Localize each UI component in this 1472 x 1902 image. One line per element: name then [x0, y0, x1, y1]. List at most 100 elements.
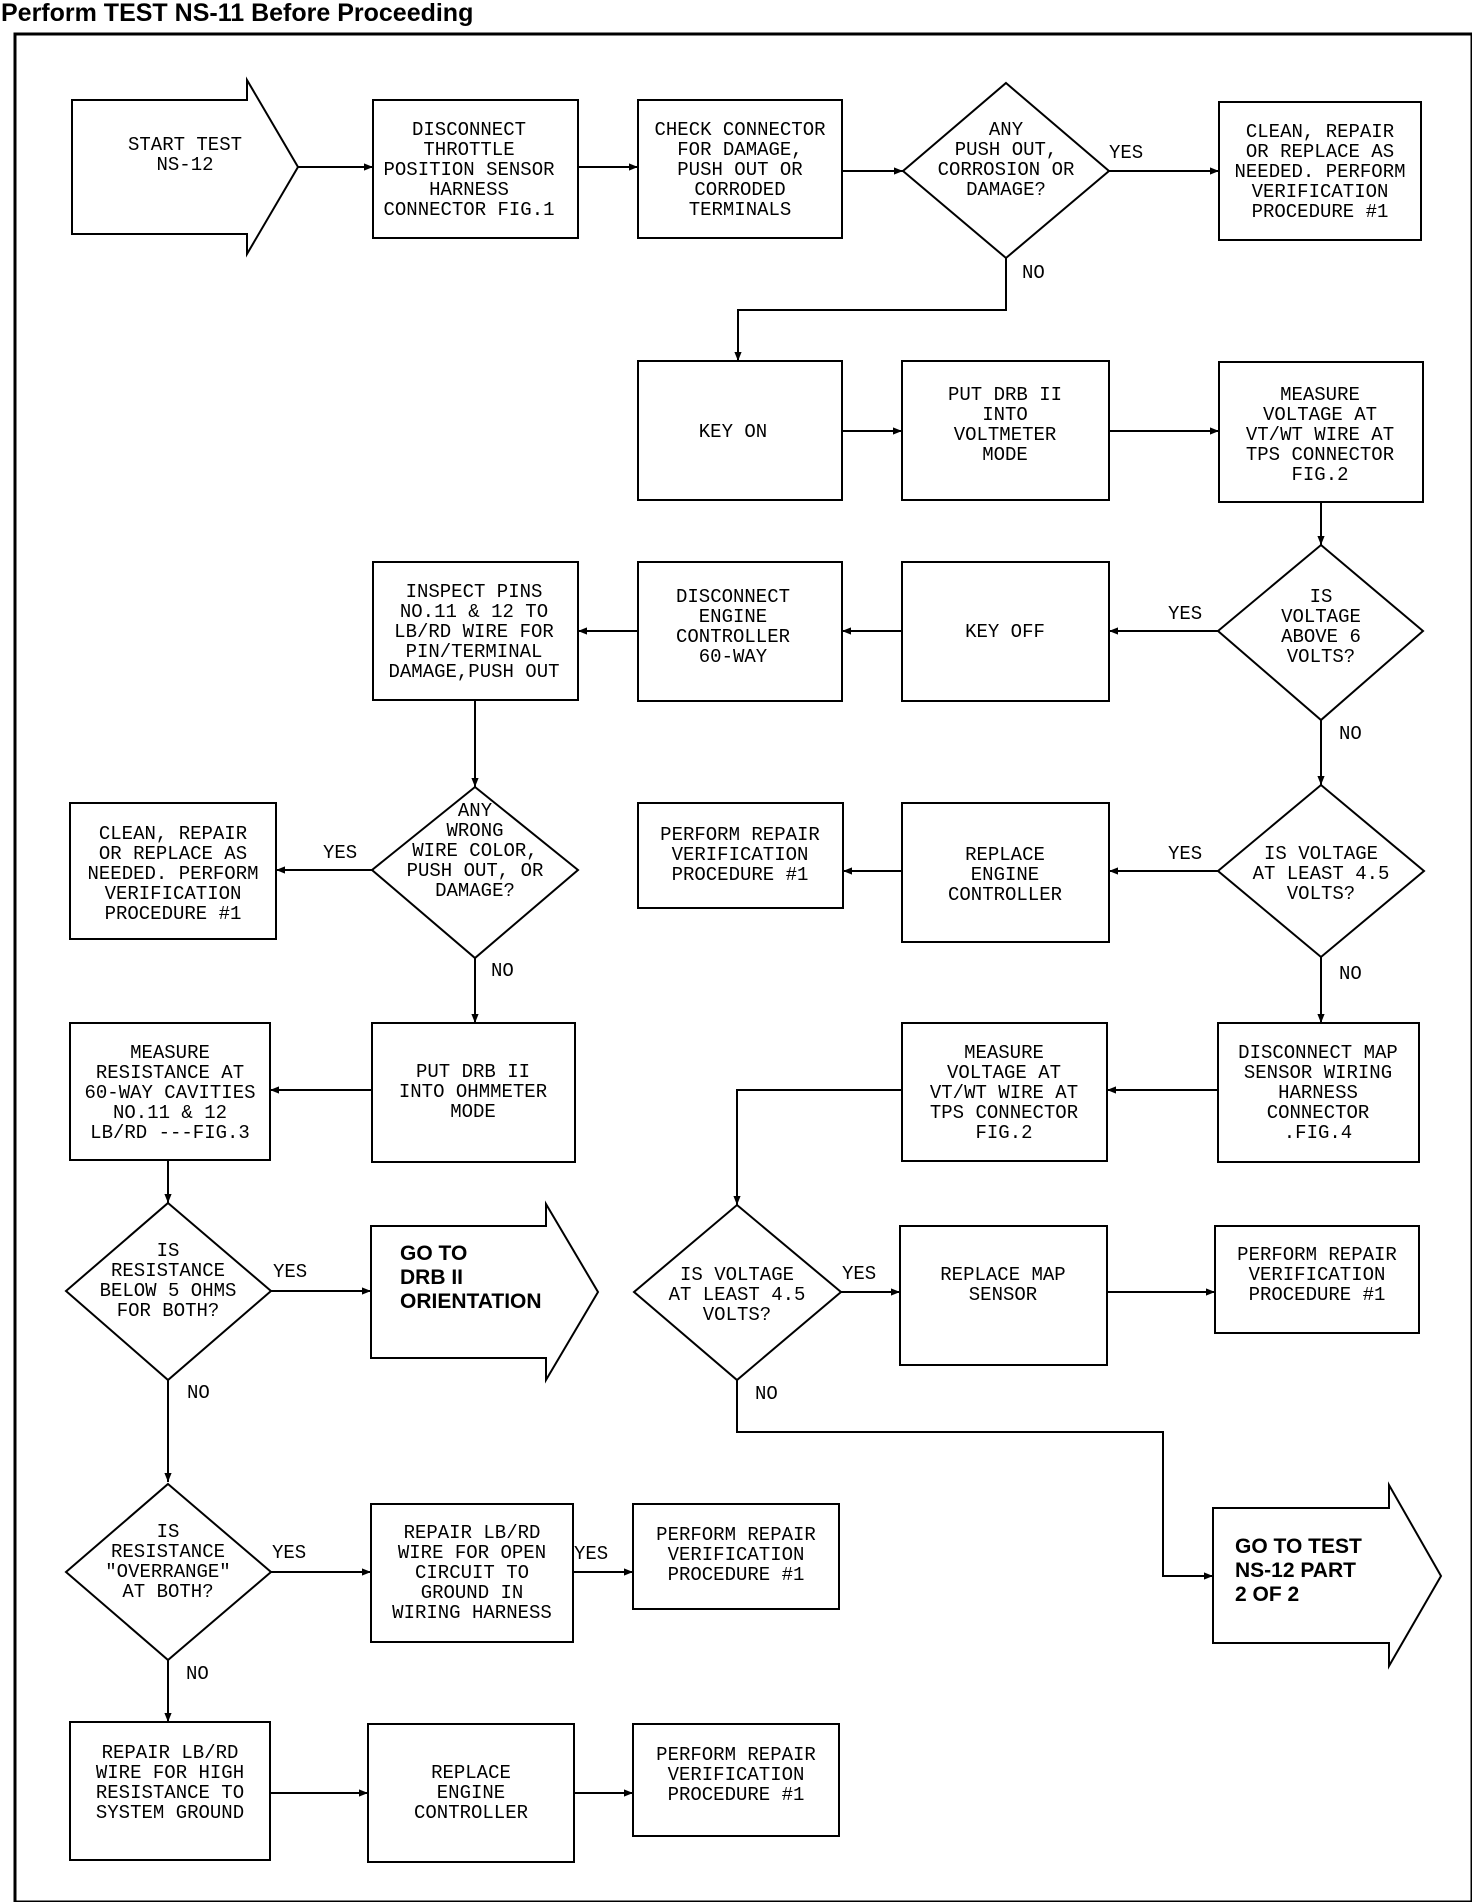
node-text-line: NEEDED. PERFORM: [87, 863, 258, 885]
yes-label-q-wrongwire: YES: [323, 842, 357, 864]
diamond-q-above6: [1216, 543, 1425, 722]
box-repair-open: [370, 1503, 574, 1643]
yes-label-q-below5: YES: [273, 1261, 307, 1283]
node-text-line: WIRING HARNESS: [392, 1602, 552, 1624]
node-text-line: ENGINE: [699, 606, 767, 628]
node-text-line: OR REPLACE AS: [1246, 141, 1394, 163]
no-label-q-pushout: NO: [1022, 262, 1045, 284]
node-text-line: INSPECT PINS: [406, 581, 543, 603]
node-text-line: RESISTANCE AT: [96, 1062, 244, 1084]
diamond-q-overrange: [64, 1482, 273, 1662]
node-text-line: CONTROLLER: [948, 884, 1062, 906]
node-text-line: HARNESS: [429, 179, 509, 201]
node-text-line: REPAIR LB/RD: [102, 1742, 239, 1764]
node-text-line: CHECK CONNECTOR: [654, 119, 825, 141]
node-text-line: INTO: [982, 404, 1028, 426]
node-text-line: INTO OHMMETER: [399, 1081, 547, 1103]
no-label-q-wrongwire: NO: [491, 960, 514, 982]
node-text-line: NEEDED. PERFORM: [1234, 161, 1405, 183]
node-text-line: MEASURE: [1280, 384, 1360, 406]
yes-label-q-overrange: YES: [272, 1542, 306, 1564]
node-text-line: VERIFICATION: [1252, 181, 1389, 203]
node-text-line: .FIG.4: [1284, 1122, 1352, 1144]
node-text-line: TPS CONNECTOR: [1246, 444, 1394, 466]
node-text-key-off: KEY OFF: [965, 621, 1045, 643]
start-arrow-shape: [71, 76, 300, 258]
node-text-line: REPLACE: [431, 1762, 511, 1784]
box-clean-repair-2: [69, 802, 277, 940]
node-text-line: "OVERRANGE": [105, 1561, 230, 1583]
node-text-line: FIG.2: [1291, 464, 1348, 486]
node-text-line: ABOVE 6: [1281, 626, 1361, 648]
node-text-line: DISCONNECT MAP: [1238, 1042, 1398, 1064]
node-text-line: GROUND IN: [421, 1582, 524, 1604]
node-text-line: FIG.2: [975, 1122, 1032, 1144]
box-drb-volt: [901, 360, 1110, 501]
node-text-line: GO TO: [400, 1242, 467, 1265]
box-drb-ohm: [371, 1022, 576, 1163]
yes-label-q-above6: YES: [1168, 603, 1202, 625]
node-text-line: CONNECTOR: [1267, 1102, 1370, 1124]
node-text-line: IS: [1310, 586, 1333, 608]
node-text-line: CONTROLLER: [676, 626, 790, 648]
node-text-line: SYSTEM GROUND: [96, 1802, 244, 1824]
node-text-line: OR REPLACE AS: [99, 843, 247, 865]
node-text-line: CIRCUIT TO: [415, 1562, 529, 1584]
node-text-line: VOLTAGE AT: [947, 1062, 1061, 1084]
node-text-line: PUT DRB II: [948, 384, 1062, 406]
node-text-line: DAMAGE?: [435, 880, 515, 902]
box-key-on: [637, 360, 843, 501]
goto-orientation-arrow-shape: [370, 1200, 600, 1384]
node-text-line: ANY: [989, 119, 1024, 141]
node-text-line: PROCEDURE #1: [1252, 201, 1389, 223]
diagram-frame: [13, 32, 1472, 1902]
node-text-line: MODE: [982, 444, 1028, 466]
node-text-line: TPS CONNECTOR: [930, 1102, 1078, 1124]
box-perform-repair-c: [632, 1503, 840, 1610]
node-text-line: CLEAN, REPAIR: [99, 823, 247, 845]
box-replace-ec-2: [367, 1723, 575, 1863]
node-text-line: VOLTMETER: [954, 424, 1057, 446]
node-text-line: VERIFICATION: [672, 844, 809, 866]
node-text-line: BELOW 5 OHMS: [100, 1280, 237, 1302]
node-text-line: PROCEDURE #1: [668, 1784, 805, 1806]
node-text-line: REPLACE MAP: [940, 1264, 1065, 1286]
node-text-line: VT/WT WIRE AT: [1246, 424, 1394, 446]
node-text-line: DRB II: [400, 1266, 463, 1289]
node-text-line: FOR DAMAGE,: [677, 139, 802, 161]
node-text-line: WIRE COLOR,: [412, 840, 537, 862]
arrow-q-atleast45-2-no: [736, 1380, 1213, 1580]
node-text-line: 60-WAY CAVITIES: [84, 1082, 255, 1104]
node-text-line: CORRODED: [694, 179, 785, 201]
node-text-line: REPLACE: [965, 844, 1045, 866]
node-text-line: MEASURE: [964, 1042, 1044, 1064]
yes-label-q-atleast45-2: YES: [842, 1263, 876, 1285]
node-text-line: ORIENTATION: [400, 1290, 542, 1313]
node-text-line: PERFORM REPAIR: [656, 1744, 816, 1766]
node-text-line: FOR BOTH?: [117, 1300, 220, 1322]
node-text-line: PIN/TERMINAL: [406, 641, 543, 663]
node-text-line: HARNESS: [1278, 1082, 1358, 1104]
arrow-q-pushout-no: [734, 258, 1007, 361]
no-label-q-overrange: NO: [186, 1663, 209, 1685]
node-text-line: KEY ON: [699, 421, 767, 443]
box-replace-ec-1: [901, 802, 1110, 943]
